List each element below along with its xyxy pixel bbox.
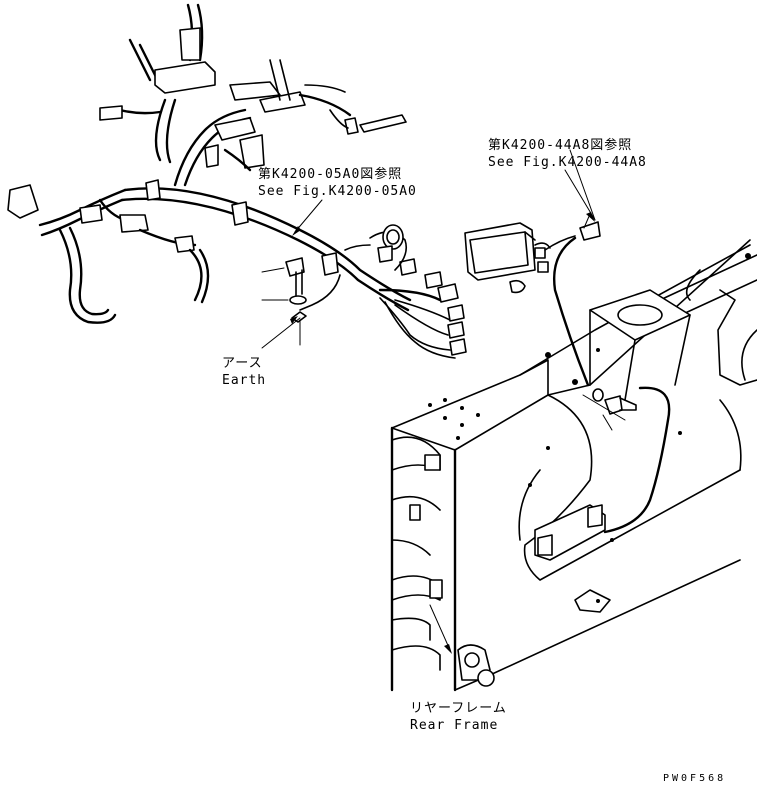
leader-lines [261, 169, 596, 654]
controller-ref-label-en: See Fig.K4200-44A8 [488, 155, 647, 170]
earth-bolt [261, 257, 307, 346]
main-harness [7, 3, 467, 359]
earth-label-jp: アース [222, 356, 263, 371]
controller-unit [464, 149, 601, 387]
controller-ref-label-jp: 第K4200-44A8図参照 [488, 137, 632, 153]
frame-bolt [582, 388, 637, 431]
harness-ref-label-jp: 第K4200-05A0図参照 [258, 166, 402, 182]
earth-label-en: Earth [222, 373, 266, 388]
rear-frame-label-jp: リヤーフレーム [410, 701, 507, 716]
drawing-code: PW0F568 [663, 773, 726, 784]
rear-frame-label-en: Rear Frame [410, 718, 498, 733]
frame-holes [428, 253, 751, 542]
harness-ref-label-en: See Fig.K4200-05A0 [258, 184, 417, 199]
rear-frame [390, 239, 757, 692]
